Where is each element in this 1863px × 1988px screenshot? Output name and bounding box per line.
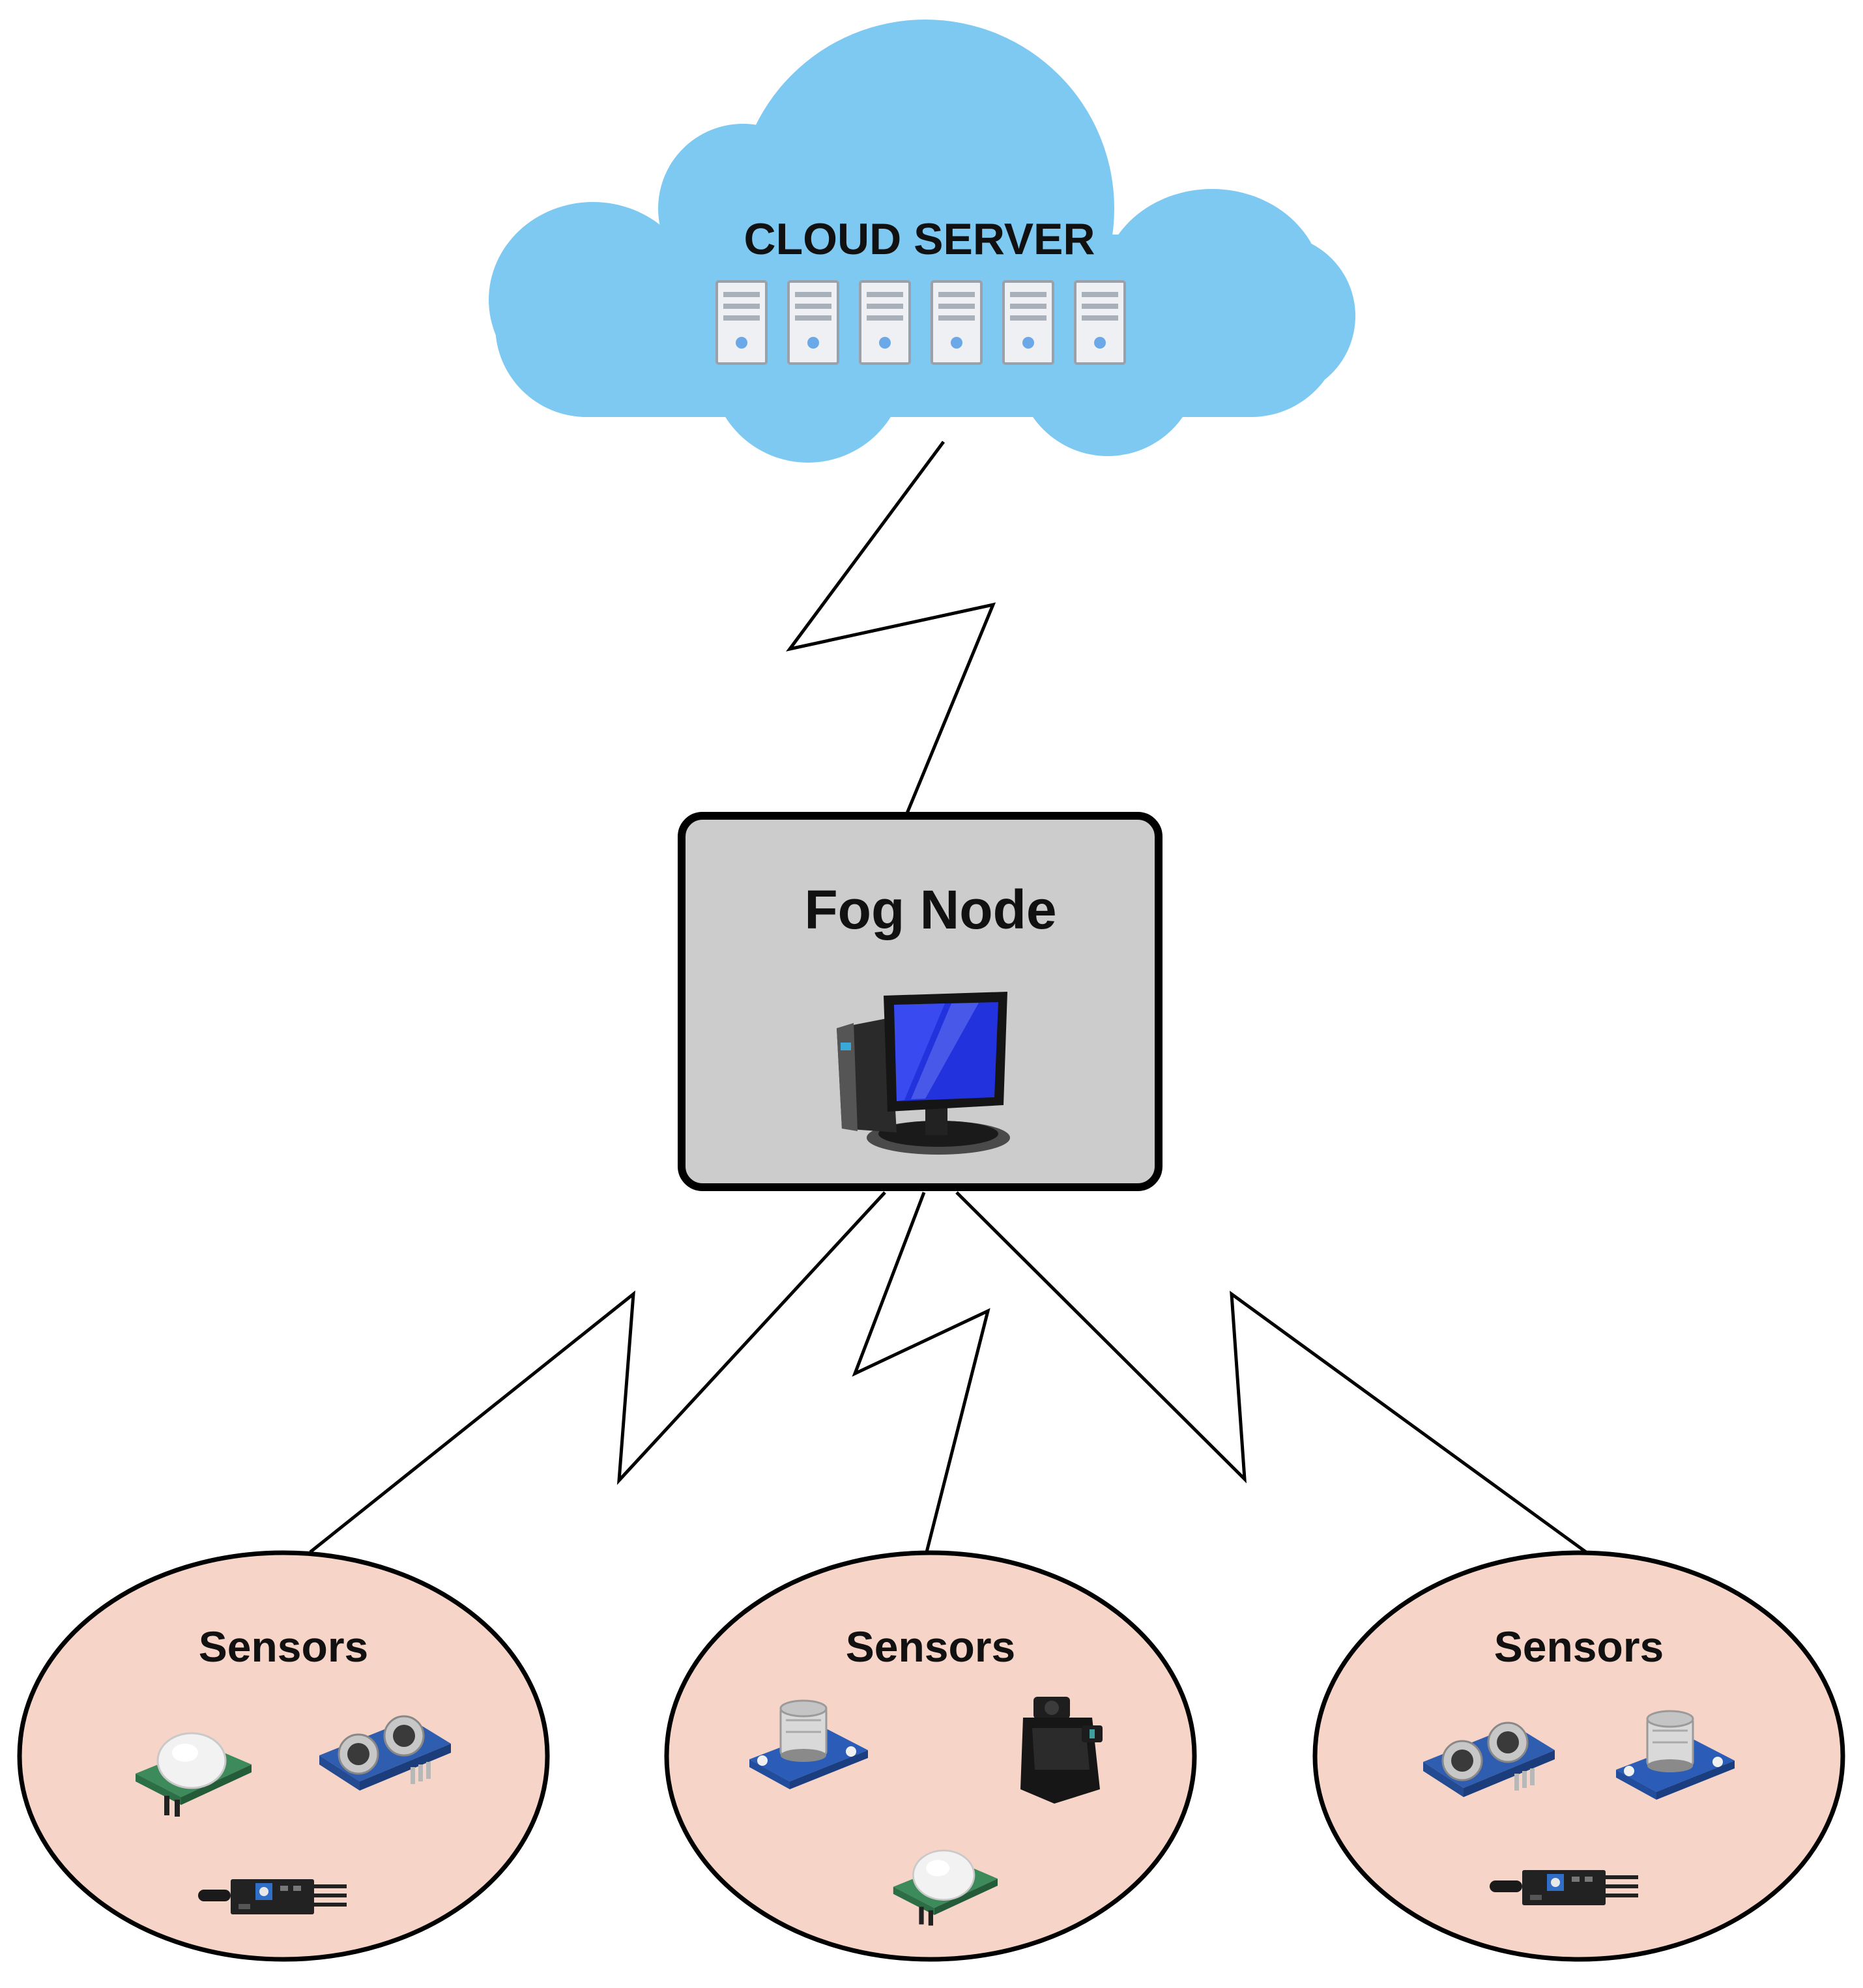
sensor-group-1: Sensors — [17, 1550, 550, 1962]
sensor-group-2: Sensors — [664, 1550, 1197, 1962]
fog-node-label: Fog Node — [804, 879, 1056, 940]
sensor-group-1-label: Sensors — [199, 1622, 368, 1671]
server-rack-icon — [931, 280, 983, 365]
cloud-server-label: CLOUD SERVER — [744, 214, 1095, 264]
sensor-group-2-ellipse — [664, 1550, 1197, 1962]
server-rack-icon — [787, 280, 839, 365]
link-fog-to-sensors-1 — [309, 1191, 886, 1553]
server-rack-icon — [715, 280, 768, 365]
sensor-group-3: Sensors — [1312, 1550, 1845, 1962]
server-rack-icon — [1002, 280, 1054, 365]
cloud-server-node: CLOUD SERVER — [489, 20, 1355, 463]
server-rack-icon — [859, 280, 911, 365]
link-cloud-to-fog — [786, 440, 996, 814]
sensor-group-1-ellipse — [17, 1550, 550, 1962]
fog-node: Fog Node — [678, 812, 1163, 1191]
sensor-group-3-label: Sensors — [1494, 1622, 1664, 1671]
sensor-group-2-label: Sensors — [846, 1622, 1015, 1671]
link-fog-to-sensors-3 — [955, 1191, 1587, 1554]
link-fog-to-sensors-2 — [852, 1192, 990, 1553]
sensor-group-3-ellipse — [1312, 1550, 1845, 1962]
server-rack-icon — [1074, 280, 1126, 365]
